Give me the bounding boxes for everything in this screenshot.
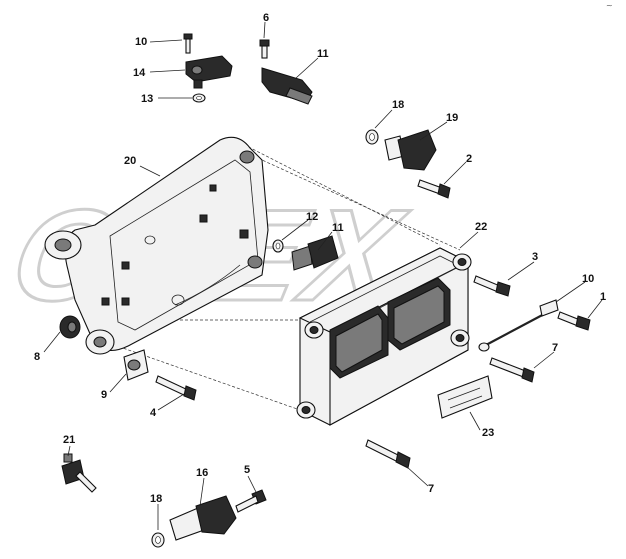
callout-11: 10 [582,273,594,285]
callout-6: 6 [263,12,269,24]
leader-lines [43,21,603,530]
callout-10: 10 [135,36,147,48]
callout-16: 14 [133,67,146,79]
callout-22: 22 [475,221,487,233]
callout-14: 12 [306,211,318,223]
callout-19: 19 [446,112,458,124]
callout-4: 4 [150,407,157,419]
bolt-part-5 [235,489,267,513]
callout-18-upper: 18 [392,99,404,111]
corner-mark: ~ [606,1,613,10]
callout-1: 1 [600,291,606,303]
callout-13: 11 [332,222,344,234]
sensor-part-12 [261,67,313,105]
bolt-part-10 [183,33,193,54]
sensor-part-19 [384,129,437,171]
callout-7-lower: 7 [428,483,434,495]
bolt-part-2 [417,179,451,199]
isolator-part-9 [123,349,149,381]
ground-strap-part-11 [478,299,559,352]
callout-20: 20 [124,155,136,167]
stud-part-7-upper [489,357,535,383]
label-part-23 [437,375,493,419]
callout-7-upper: 7 [552,342,558,354]
stud-part-7-lower [365,439,411,469]
callouts: 10 14 13 6 11 18 19 2 20 12 11 22 3 10 1… [34,12,606,505]
callout-15: 13 [141,93,153,105]
o-ring-part-18-upper [365,129,379,145]
sensor-part-17 [169,495,237,541]
callout-21: 21 [63,434,75,446]
sensor-part-13 [291,235,339,271]
spacer-part-8 [59,315,81,339]
callout-12: 11 [317,48,329,60]
alignment-lines [90,139,461,411]
o-ring-part-14 [272,239,284,253]
ecu-part-22 [296,247,472,426]
callout-2: 2 [466,153,472,165]
o-ring-part-15 [192,93,206,103]
bolt-part-1 [557,311,591,331]
callout-8: 8 [34,351,40,363]
sensor-part-21 [61,453,97,493]
callout-17: 16 [196,467,208,479]
callout-9: 9 [101,389,107,401]
callout-23: 23 [482,427,494,439]
bolt-part-3 [473,275,511,297]
sensor-part-16 [185,55,233,89]
bolt-part-6 [259,39,270,59]
callout-18-lower: 18 [150,493,162,505]
o-ring-part-18-lower [151,532,165,548]
callout-3: 3 [532,251,538,263]
callout-5: 5 [244,464,250,476]
mounting-bracket-part-20 [44,136,269,355]
bolt-part-4 [155,375,197,401]
